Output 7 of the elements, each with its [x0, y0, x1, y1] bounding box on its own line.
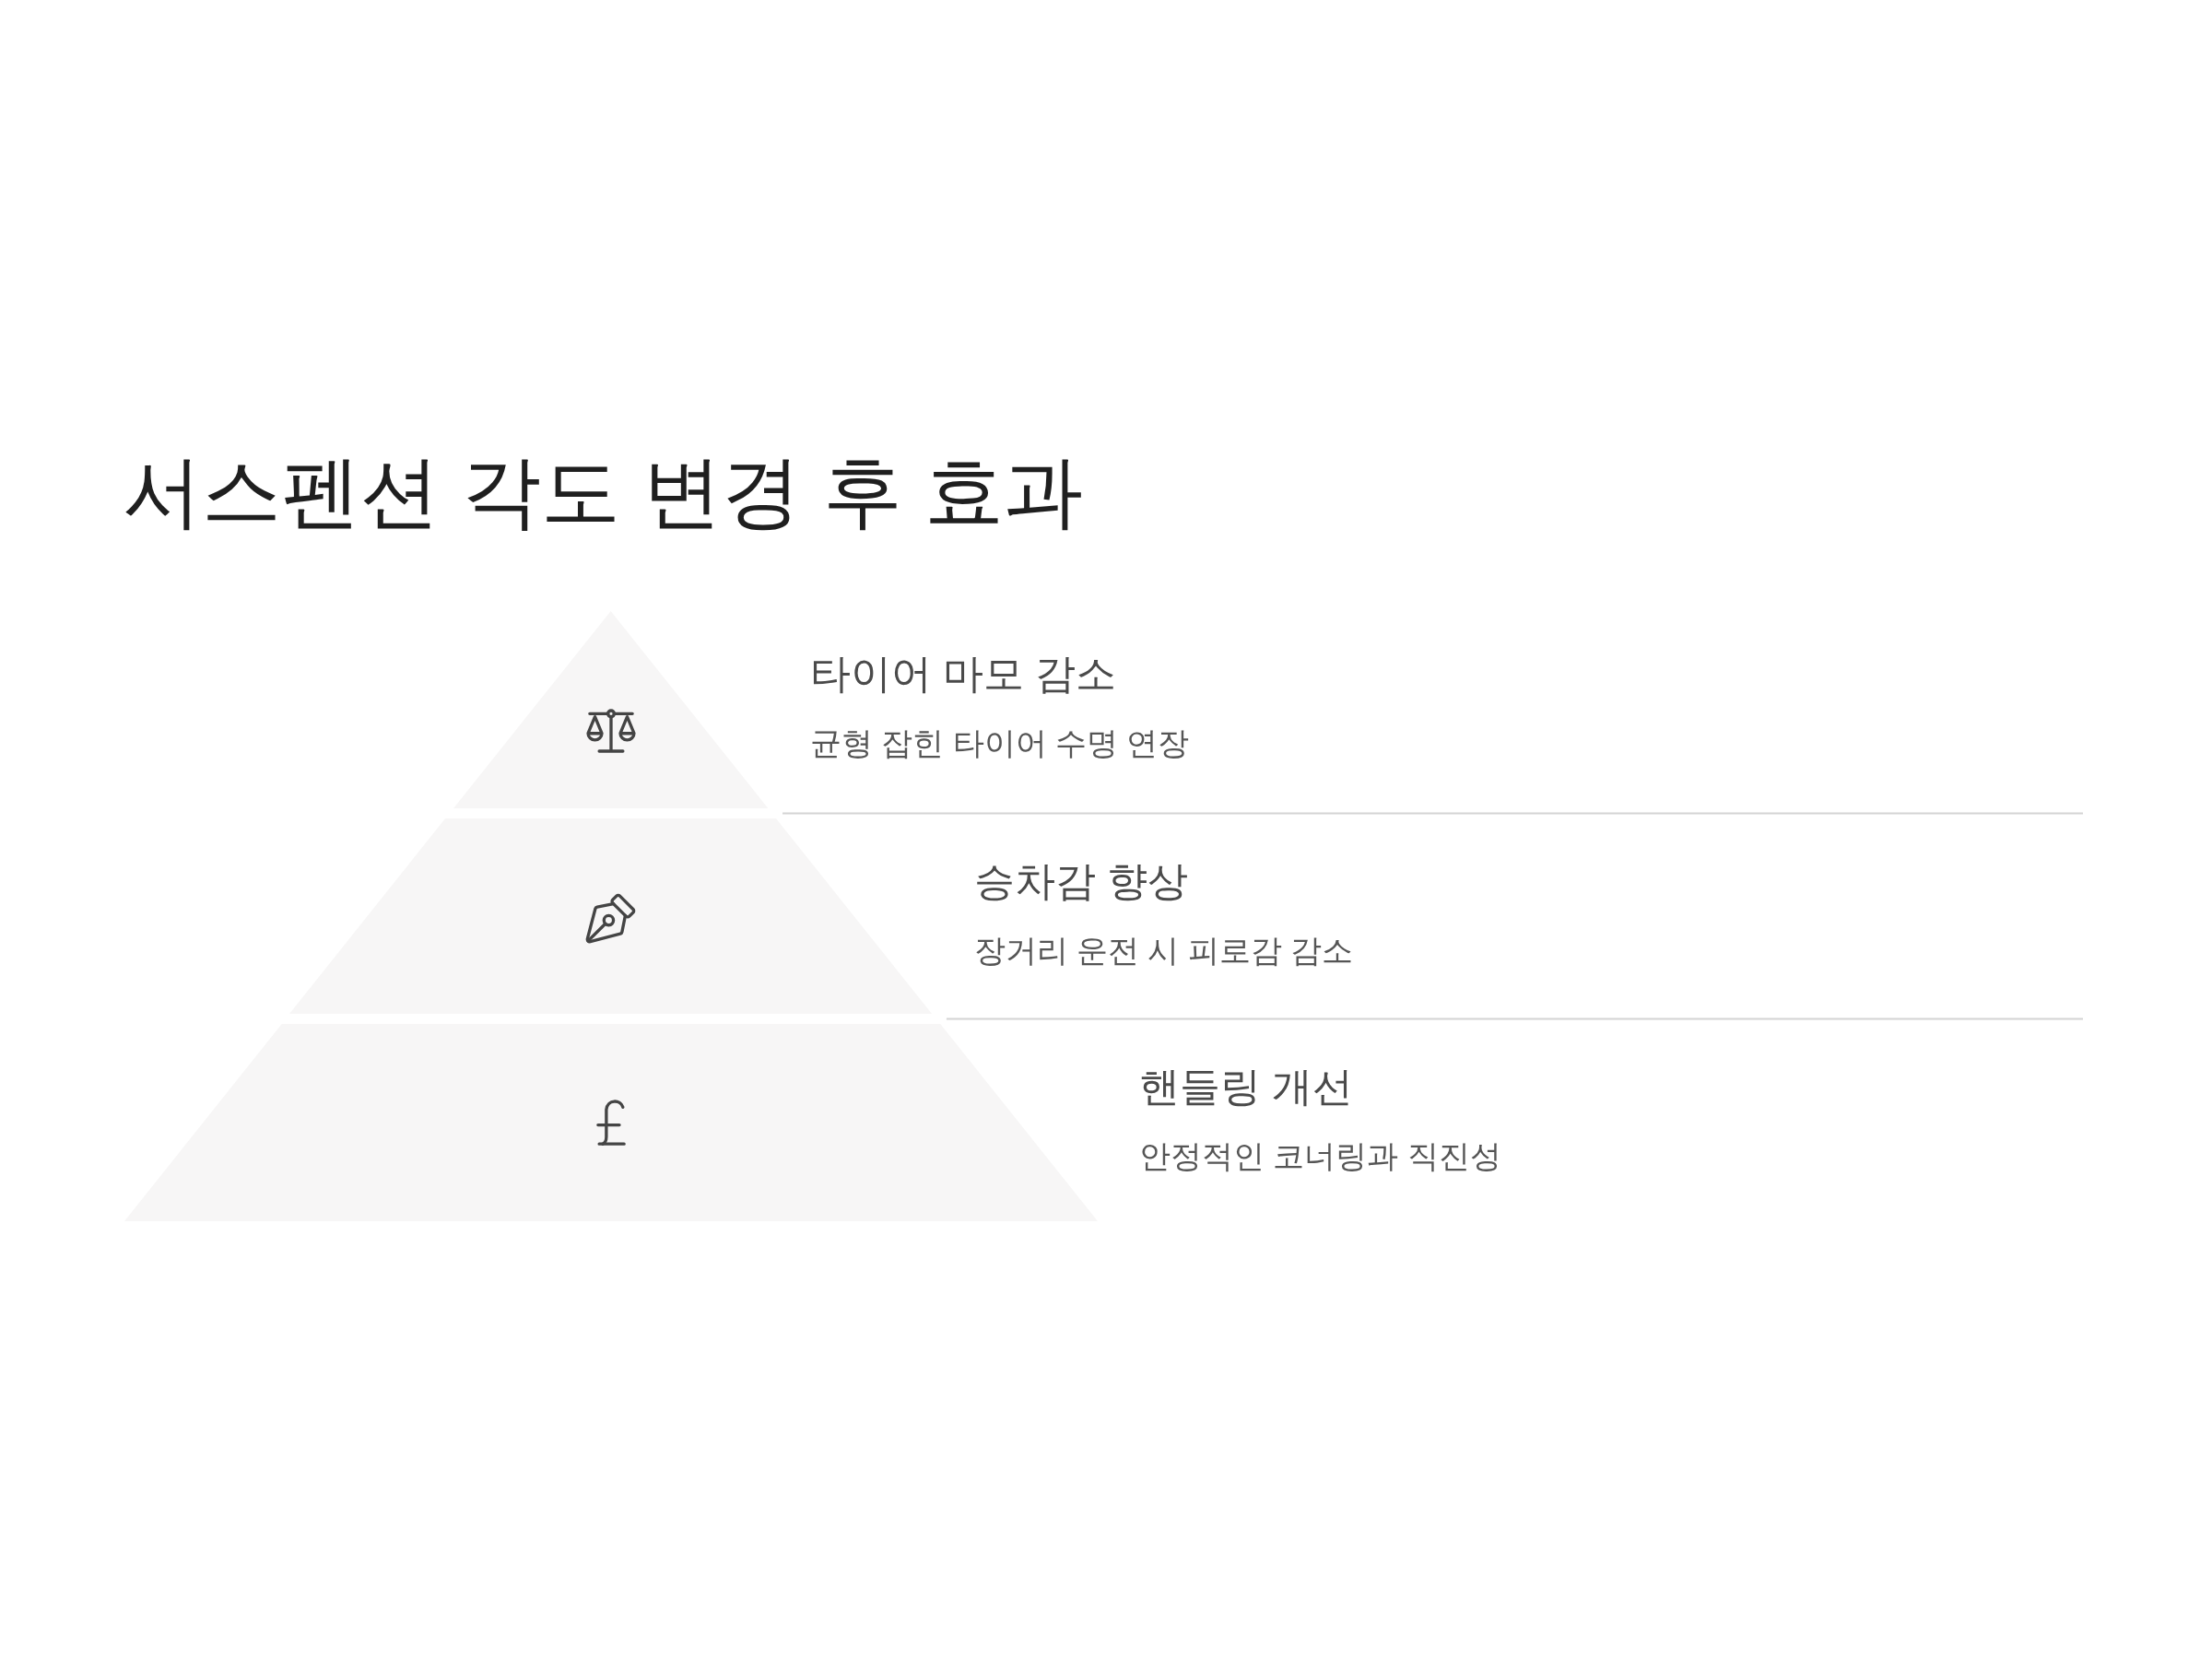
tier-heading: 타이어 마모 감소 — [809, 649, 1117, 698]
tier-description: 안정적인 코너링과 직진성 — [1139, 1136, 1501, 1175]
title: 서스펜션 각도 변경 후 효과 — [123, 446, 1083, 537]
tier-description: 균형 잡힌 타이어 수명 연장 — [809, 724, 1190, 762]
tier-heading: 핸들링 개선 — [1139, 1062, 1354, 1111]
tier-description: 장거리 운전 시 피로감 감소 — [973, 931, 1354, 970]
tier-heading: 승차감 향상 — [973, 856, 1188, 905]
